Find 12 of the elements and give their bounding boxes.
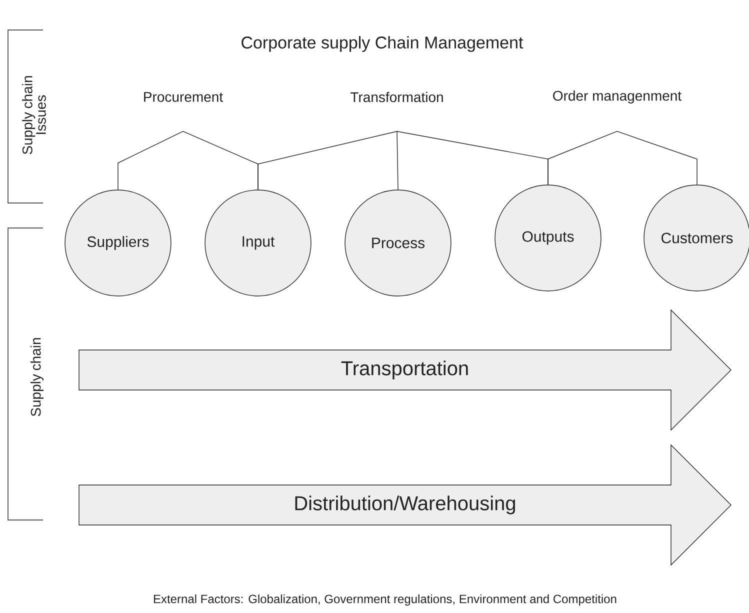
connector-line xyxy=(396,131,398,190)
side-label: Supply chain xyxy=(30,338,44,416)
stage-heading: Transformation xyxy=(350,92,443,102)
side-label: Supply chain Issues xyxy=(22,76,46,154)
title: Corporate supply Chain Management xyxy=(242,36,524,52)
caption: External Factors: Globalization, Government regulations, Environment and Competition xyxy=(154,594,616,606)
connector-line xyxy=(548,131,618,185)
stage-heading: Order managenment xyxy=(553,90,682,104)
connector-line xyxy=(118,131,184,190)
connector-line xyxy=(258,131,398,190)
stage-heading: Procurement xyxy=(144,92,223,102)
connector-line xyxy=(616,131,698,185)
